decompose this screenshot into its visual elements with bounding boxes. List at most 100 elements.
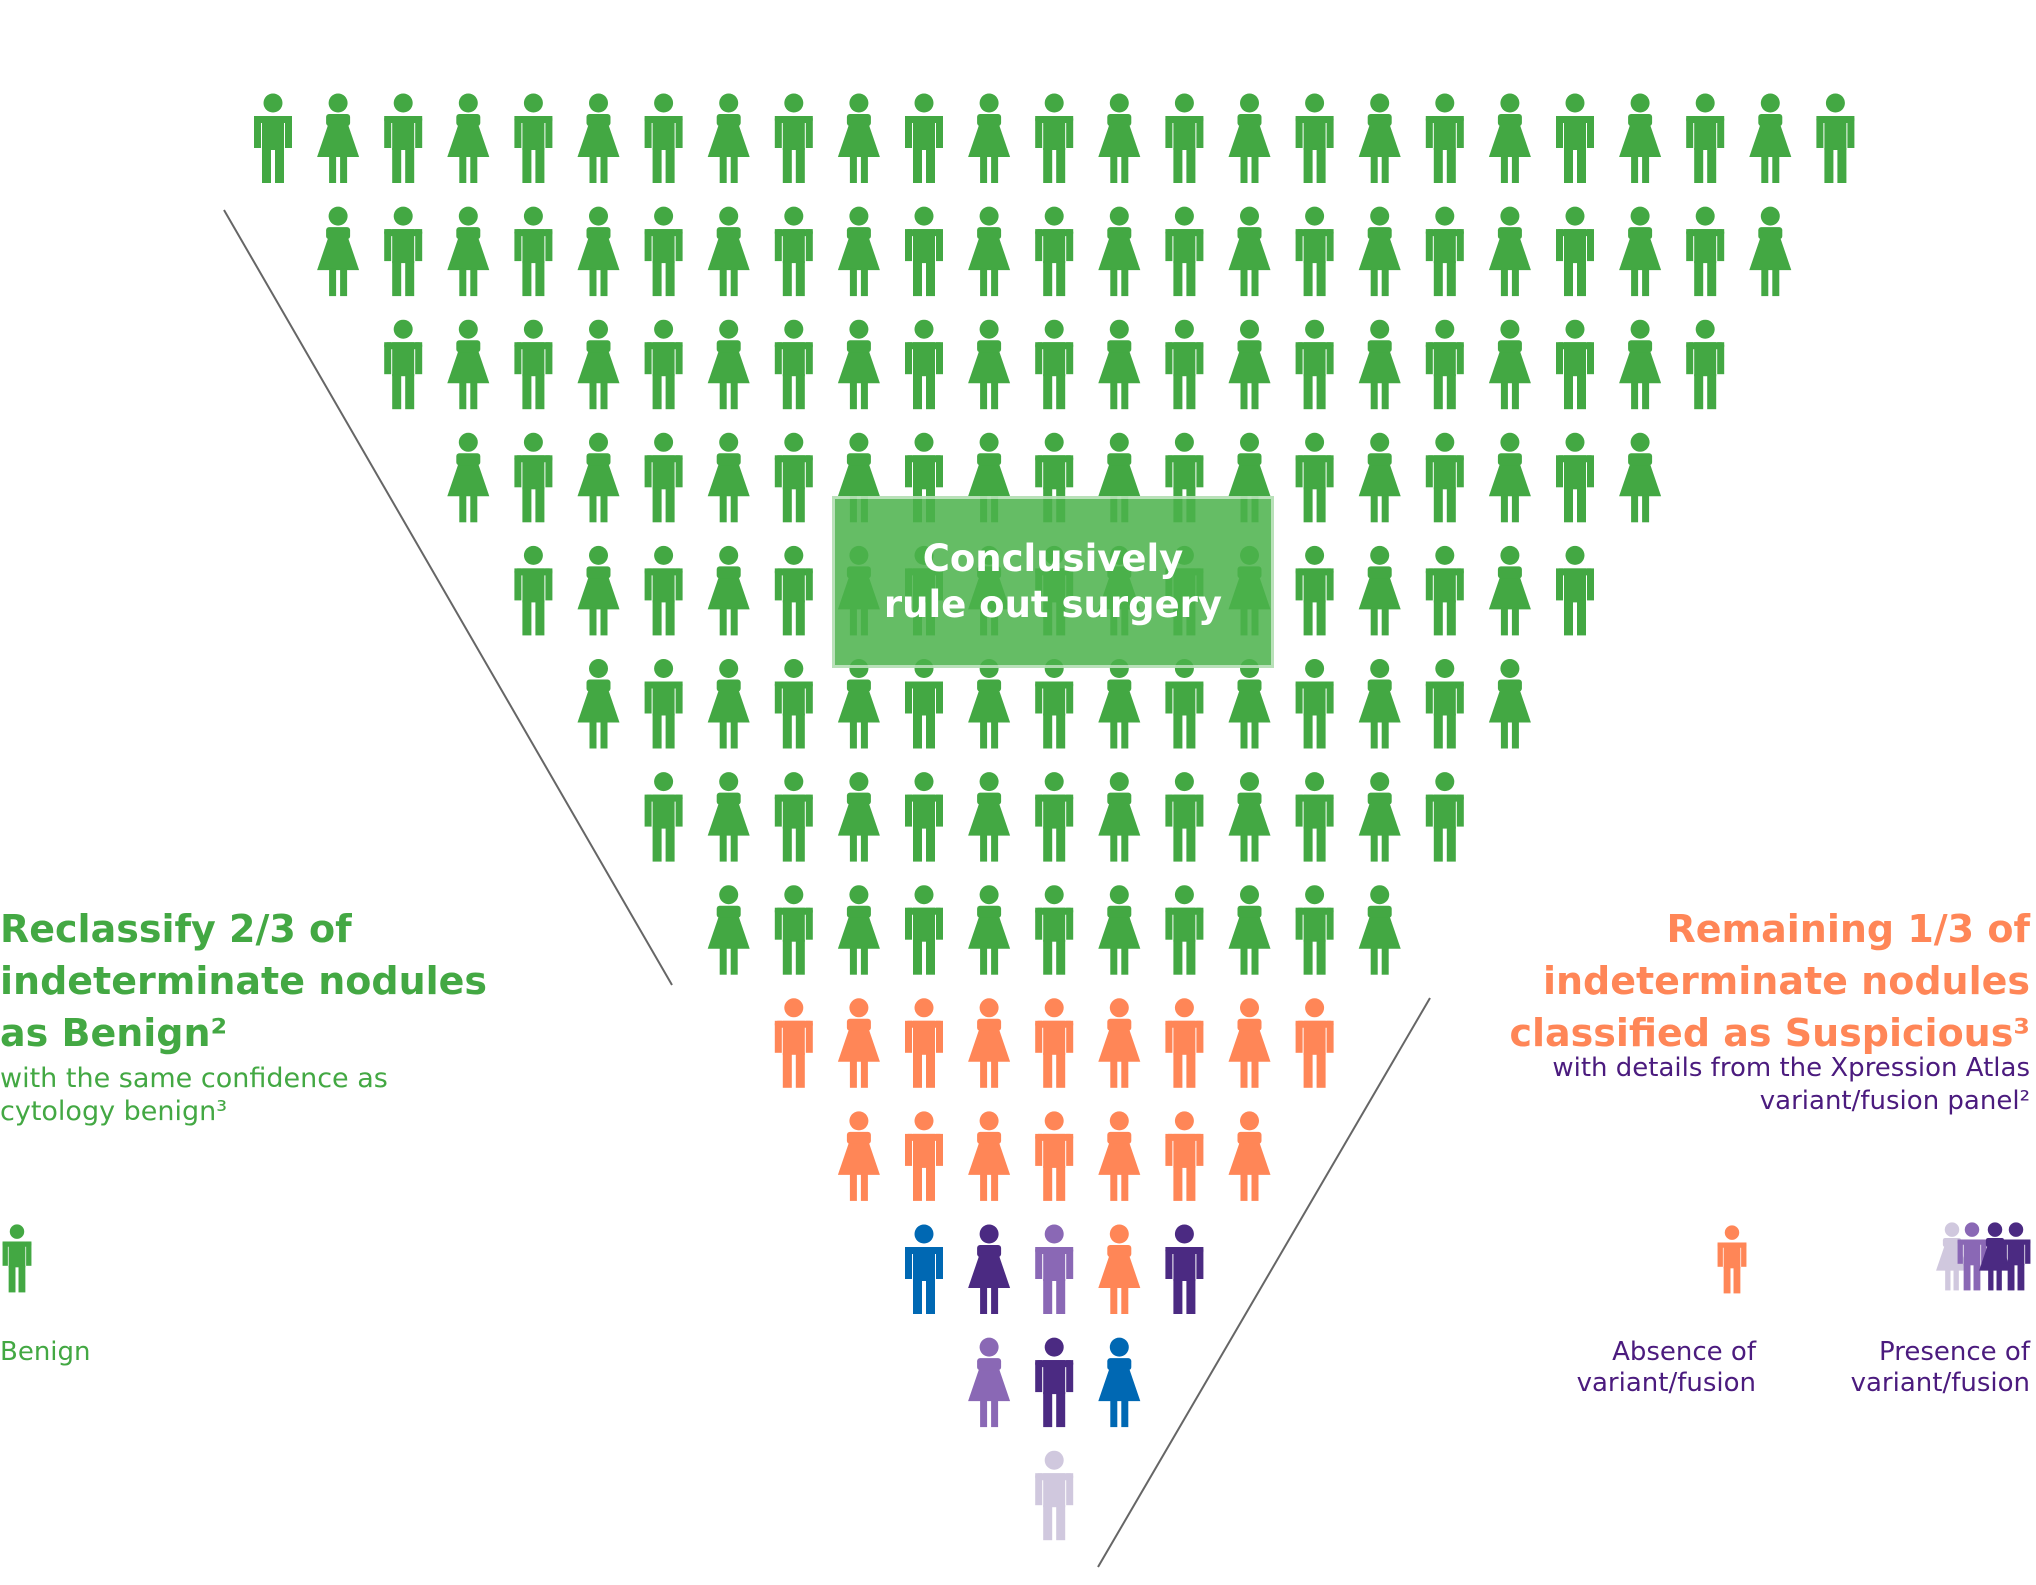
person-icon (1165, 1224, 1204, 1314)
person-icon (514, 432, 553, 523)
person-icon (905, 206, 943, 297)
person-icon (1228, 1111, 1271, 1201)
person-icon (1098, 1337, 1141, 1428)
people-grid (254, 93, 1855, 1541)
person-icon (1295, 319, 1334, 410)
person-icon (774, 206, 813, 297)
person-icon (1035, 1111, 1074, 1201)
person-icon (447, 93, 490, 183)
person-icon (1098, 206, 1141, 297)
person-icon (1425, 206, 1464, 297)
person-icon (1035, 1450, 1074, 1541)
person-icon (1098, 319, 1141, 410)
person-icon (1488, 319, 1531, 410)
person-icon (447, 432, 490, 523)
person-icon (905, 659, 943, 749)
person-icon (774, 545, 813, 636)
person-icon (384, 206, 423, 297)
person-icon (1488, 93, 1531, 183)
person-icon (384, 319, 423, 410)
person-icon (1295, 206, 1334, 297)
person-icon (447, 206, 490, 297)
person-icon (1295, 545, 1334, 636)
person-icon (1358, 885, 1401, 975)
person-icon (1035, 659, 1074, 749)
person-icon (1165, 998, 1204, 1088)
person-icon (1228, 206, 1271, 297)
person-icon (905, 93, 943, 183)
person-icon (1686, 206, 1725, 297)
person-icon (1358, 432, 1401, 523)
suspicious-headline: Remaining 1/3 of indeterminate nodules c… (1509, 907, 2030, 1055)
person-icon (707, 206, 750, 297)
person-icon (1098, 659, 1141, 749)
person-icon (837, 659, 880, 749)
person-icon (447, 319, 490, 410)
person-icon (1358, 545, 1401, 636)
person-icon (1165, 319, 1204, 410)
person-icon (1619, 432, 1662, 523)
person-icon (1165, 93, 1204, 183)
person-icon (514, 319, 553, 410)
person-icon (1619, 319, 1662, 410)
person-icon (837, 206, 880, 297)
person-icon (905, 1111, 943, 1201)
person-icon (1098, 93, 1141, 183)
person-icon (1035, 885, 1074, 975)
person-icon (905, 998, 943, 1088)
person-icon (707, 93, 750, 183)
person-icon (644, 545, 683, 636)
person-icon (1358, 772, 1401, 862)
person-icon (1098, 885, 1141, 975)
person-icon (1035, 93, 1074, 183)
person-icon (1035, 1337, 1074, 1428)
person-icon (774, 772, 813, 862)
person-icon (837, 319, 880, 410)
person-icon (1295, 432, 1334, 523)
person-icon (1035, 772, 1074, 862)
person-icon (1228, 885, 1271, 975)
person-icon (837, 772, 880, 862)
person-icon (1098, 1111, 1141, 1201)
callout-box: Conclusively rule out surgery (832, 496, 1274, 668)
person-icon (968, 1337, 1011, 1428)
person-icon (1425, 319, 1464, 410)
person-icon (1228, 319, 1271, 410)
benign-headline: Reclassify 2/3 of indeterminate nodules … (0, 907, 488, 1055)
person-icon (1358, 93, 1401, 183)
person-icon (644, 206, 683, 297)
person-icon (1228, 772, 1271, 862)
person-icon (577, 319, 620, 410)
legend-presence-icon (1936, 1222, 1968, 1291)
person-icon (577, 93, 620, 183)
person-icon (774, 93, 813, 183)
person-icon (254, 93, 292, 183)
person-icon (905, 772, 943, 862)
person-icon (1295, 93, 1334, 183)
person-icon (774, 432, 813, 523)
person-icon (1425, 432, 1464, 523)
person-icon (644, 319, 683, 410)
person-icon (1295, 885, 1334, 975)
person-icon (577, 432, 620, 523)
person-icon (1165, 772, 1204, 862)
legend-benign-icon (2, 1224, 32, 1293)
divider-right (1097, 997, 1431, 1568)
legend-benign-label: Benign (0, 1337, 91, 1367)
person-icon (968, 1224, 1011, 1314)
person-icon (1165, 885, 1204, 975)
person-icon (1425, 545, 1464, 636)
legend-absence-label: Absence of variant/fusion (1576, 1337, 1756, 1398)
person-icon (774, 659, 813, 749)
person-icon (707, 319, 750, 410)
person-icon (1295, 659, 1334, 749)
person-icon (1556, 545, 1594, 636)
legend-absence-icon (1717, 1225, 1747, 1294)
person-icon (837, 93, 880, 183)
person-icon (1228, 659, 1271, 749)
person-icon (577, 659, 620, 749)
person-icon (1619, 93, 1662, 183)
person-icon (1488, 206, 1531, 297)
person-icon (1035, 319, 1074, 410)
